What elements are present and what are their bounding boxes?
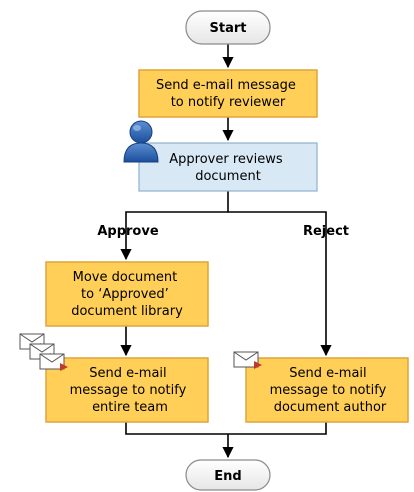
arrow-review-to-approve: [120, 191, 229, 261]
email-team-step: Send e-mail message to notify entire tea…: [45, 357, 209, 423]
svg-text:Send e-mail message to n: Send e-mail message to notify document a…: [270, 366, 391, 415]
team-line-3: entire team: [92, 400, 168, 415]
email-icon: [233, 351, 262, 369]
reject-branch-label: Reject: [303, 224, 349, 239]
arrow-review-to-reject: [228, 211, 332, 357]
email-author-step: Send e-mail message to notify document a…: [245, 357, 409, 423]
svg-text:Approver reviews documen: Approver reviews document: [169, 152, 286, 184]
move-document-step: Move document to ‘Approved’ document lib…: [45, 261, 209, 327]
author-line-1: Send e-mail: [289, 366, 366, 381]
end-node: End: [185, 459, 271, 491]
team-line-1: Send e-mail: [89, 366, 166, 381]
author-line-2: message to notify: [270, 383, 387, 398]
step1-line-2: to notify reviewer: [171, 95, 286, 110]
start-node: Start: [185, 10, 271, 45]
end-label: End: [214, 469, 241, 484]
step2-line-2: document: [195, 169, 261, 184]
stacked-email-icon: [19, 333, 68, 371]
send-email-reviewer-step: Send e-mail message to notify reviewer: [138, 69, 318, 118]
author-line-3: document author: [274, 400, 387, 415]
move-line-1: Move document: [73, 270, 178, 285]
step1-line-1: Send e-mail message: [156, 78, 296, 93]
merge-line: [125, 422, 327, 435]
svg-text:Send e-mail message to n: Send e-mail message to notify entire tea…: [70, 366, 191, 415]
svg-text:Send e-mail message to n: Send e-mail message to notify reviewer: [156, 78, 300, 110]
svg-text:Move document to ‘Approv: Move document to ‘Approved’ document lib…: [71, 270, 183, 319]
team-line-2: message to notify: [70, 383, 187, 398]
start-label: Start: [210, 21, 247, 36]
step2-line-1: Approver reviews: [169, 152, 283, 167]
connectors: [120, 44, 332, 459]
approve-branch-label: Approve: [97, 224, 158, 239]
person-icon: [123, 120, 159, 163]
approver-review-step: Approver reviews document: [138, 142, 318, 192]
move-line-3: document library: [71, 304, 183, 319]
move-line-2: to ‘Approved’: [81, 287, 169, 302]
